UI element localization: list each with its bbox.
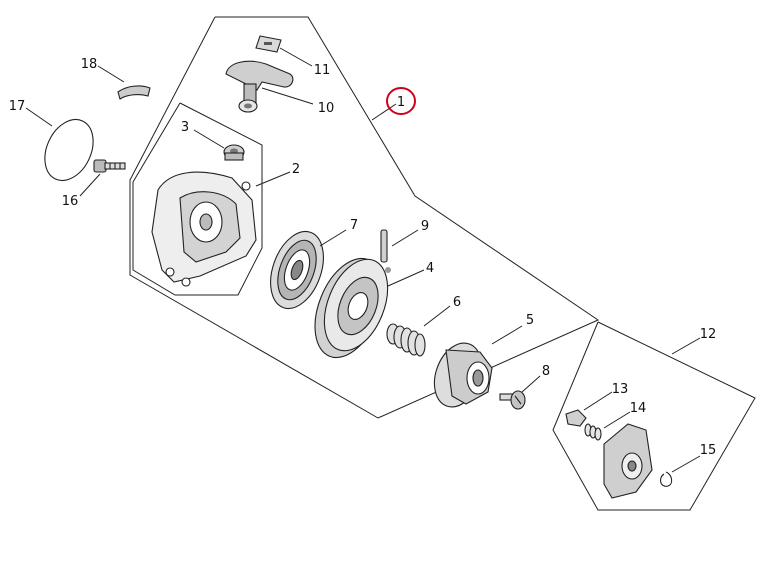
leader-11 xyxy=(279,47,313,67)
leader-14 xyxy=(603,411,631,429)
leader-6 xyxy=(423,305,451,327)
nut-part-3 xyxy=(223,144,245,161)
leader-18 xyxy=(97,65,125,83)
housing-2-outline xyxy=(132,102,263,296)
callout-5: 5 xyxy=(526,313,534,328)
callout-7: 7 xyxy=(350,218,358,233)
leader-12 xyxy=(671,337,701,355)
leader-3 xyxy=(193,129,225,149)
callout-16: 16 xyxy=(62,194,79,209)
callout-10: 10 xyxy=(318,101,335,116)
cover-part-12 xyxy=(603,423,653,499)
callout-1-highlight xyxy=(386,87,416,115)
leader-7 xyxy=(319,229,347,247)
clip-ring-part-15 xyxy=(659,471,673,487)
leader-16 xyxy=(79,173,101,197)
callout-4: 4 xyxy=(426,261,434,276)
gasket-part-17 xyxy=(44,118,94,182)
plate-part-11 xyxy=(255,35,282,53)
leader-8 xyxy=(521,375,541,393)
leader-15 xyxy=(671,455,701,473)
starter-handle-part-10 xyxy=(225,60,294,113)
pin-part-9 xyxy=(380,229,388,263)
leader-13 xyxy=(583,391,613,411)
callout-1: 1 xyxy=(397,95,405,110)
coil-spring-part-6 xyxy=(386,323,426,357)
callout-14: 14 xyxy=(630,401,647,416)
leader-17 xyxy=(25,107,53,127)
callout-15: 15 xyxy=(700,443,717,458)
callout-6: 6 xyxy=(453,295,461,310)
bolt-part-16 xyxy=(93,159,126,173)
assembly-12-outline xyxy=(552,321,756,511)
leader-2 xyxy=(255,171,291,187)
small-spring-part-14 xyxy=(584,423,602,441)
callout-8: 8 xyxy=(542,364,550,379)
pulley-part-4 xyxy=(314,257,391,359)
leader-5 xyxy=(491,325,523,345)
callout-2: 2 xyxy=(292,162,300,177)
leader-1 xyxy=(371,103,397,121)
callout-9: 9 xyxy=(421,219,429,234)
callout-13: 13 xyxy=(612,382,629,397)
callout-3: 3 xyxy=(181,120,189,135)
callout-18: 18 xyxy=(81,57,98,72)
leader-9 xyxy=(391,229,419,247)
callout-11: 11 xyxy=(314,63,331,78)
ratchet-part-5 xyxy=(433,342,493,408)
housing-part-2 xyxy=(151,171,257,287)
leader-10 xyxy=(261,87,314,105)
callout-17: 17 xyxy=(9,99,26,114)
leader-4 xyxy=(387,269,425,287)
callout-12: 12 xyxy=(700,327,717,342)
screw-part-8 xyxy=(499,390,526,410)
spring-part-7 xyxy=(270,230,324,310)
pawl-part-13 xyxy=(565,409,587,427)
grommet-part-18 xyxy=(117,85,151,100)
